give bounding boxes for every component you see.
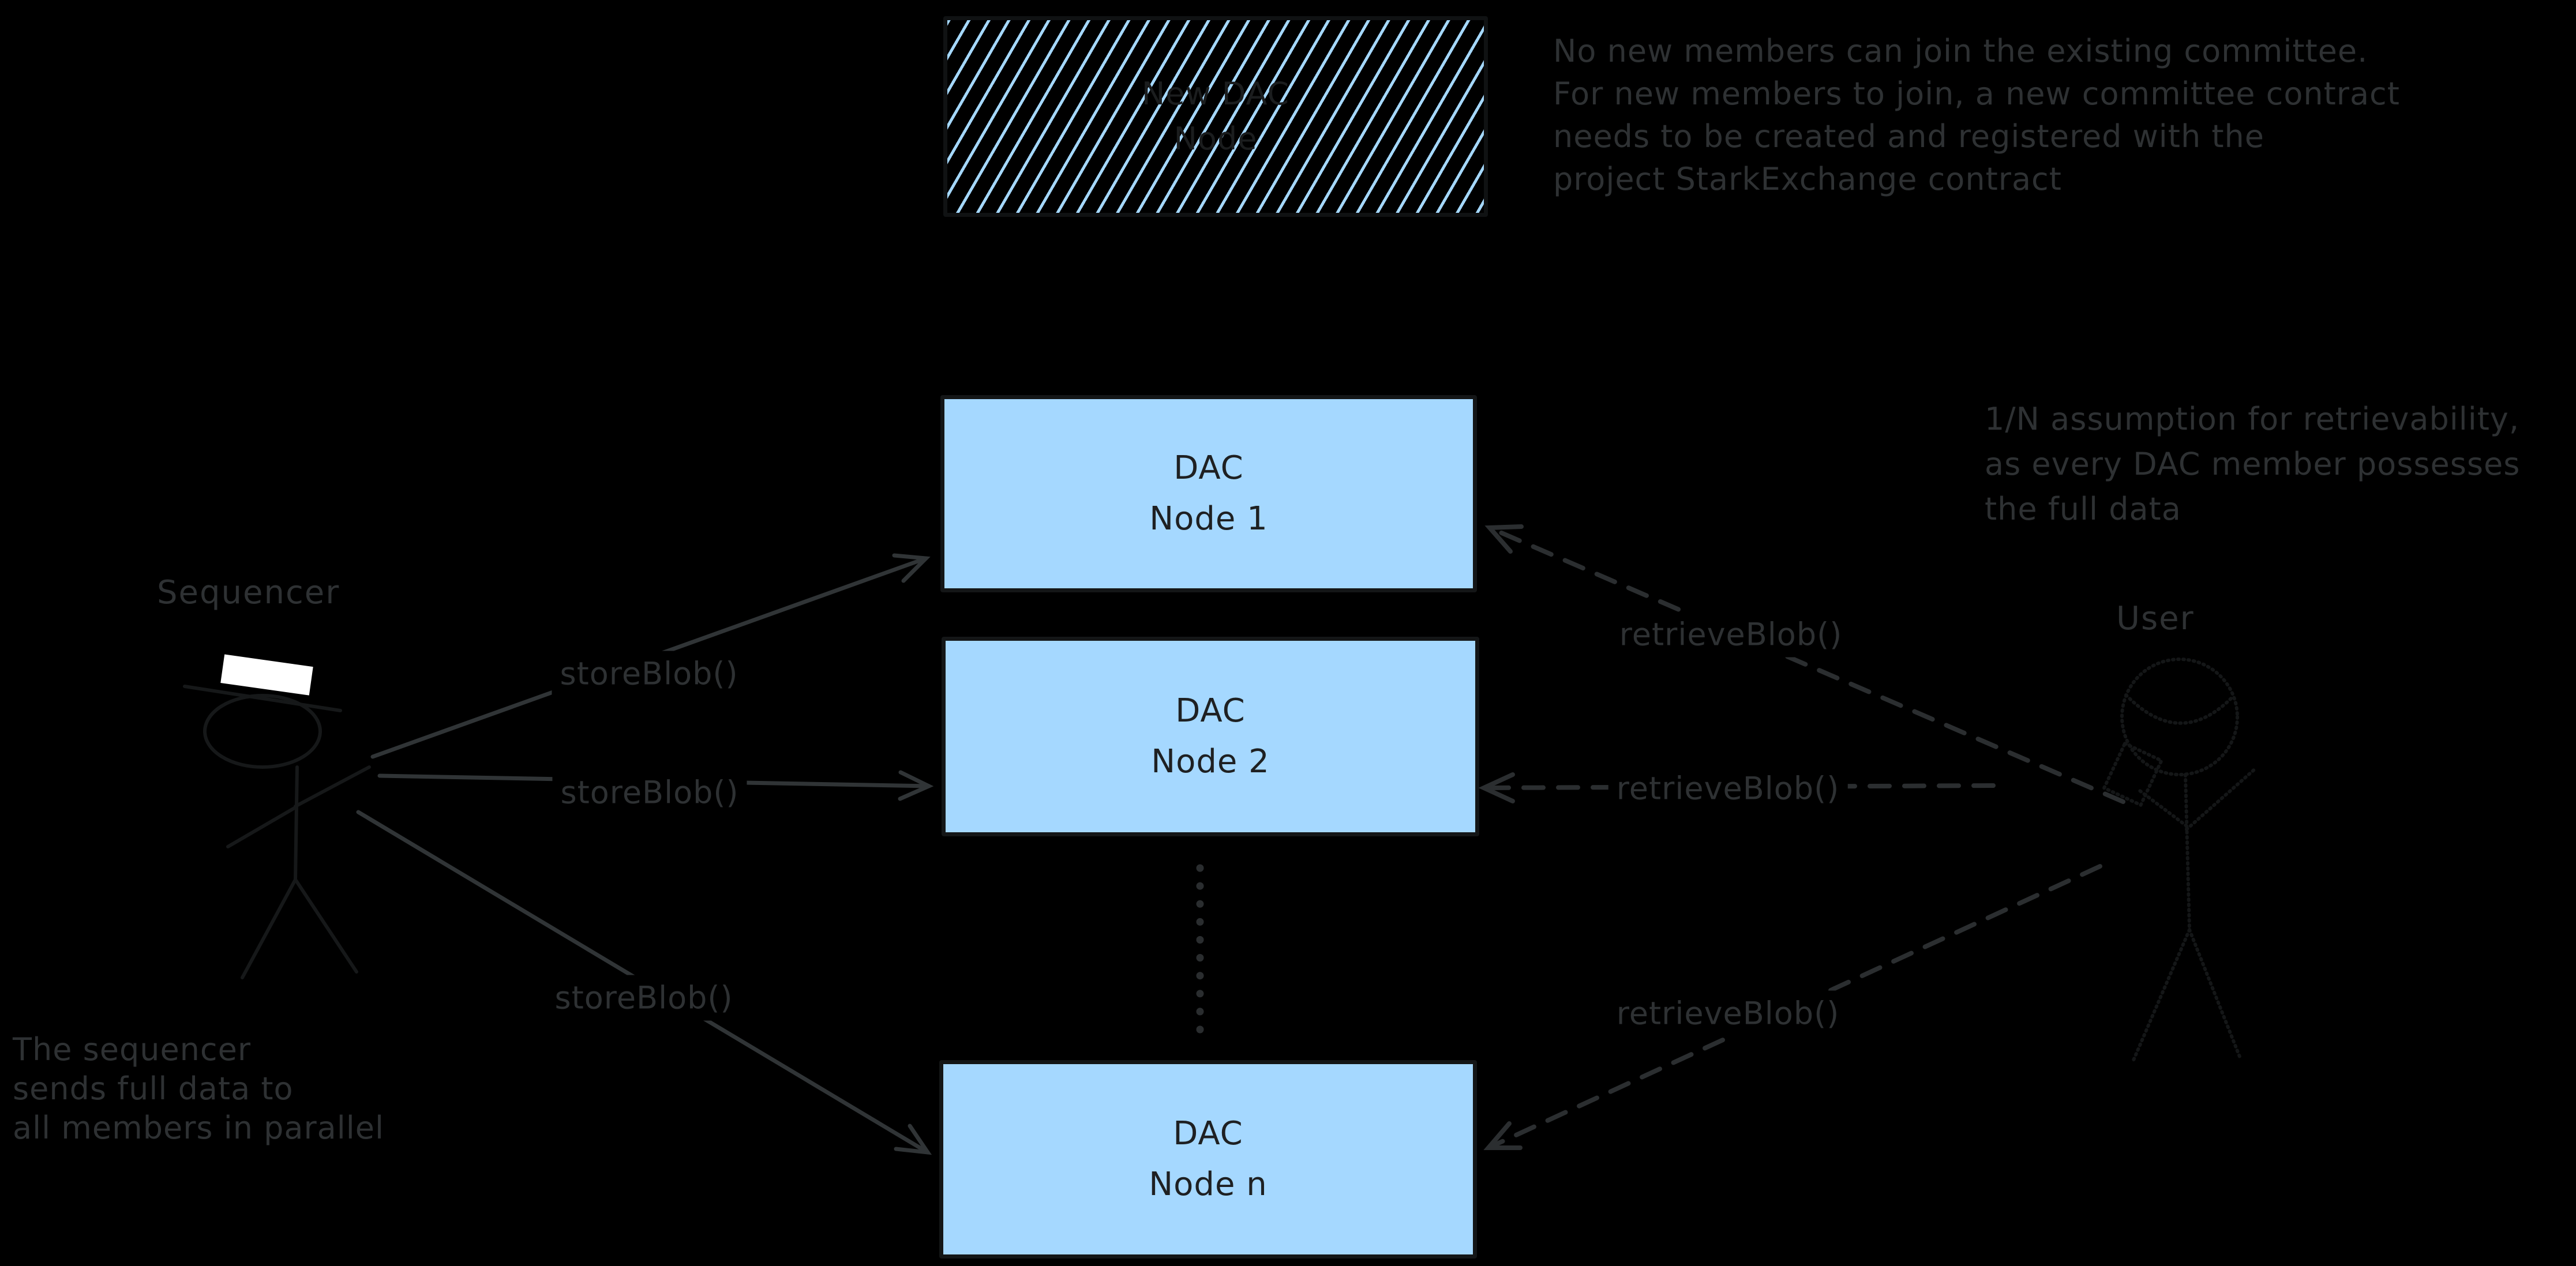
committee-annotation-line2: For new members to join, a new committee… — [1553, 76, 2400, 112]
retrievability-annotation: 1/N assumption for retrievability, as ev… — [1985, 397, 2520, 532]
retrievability-annotation-line1: 1/N assumption for retrievability, — [1985, 401, 2520, 437]
sequencer-head — [203, 694, 322, 769]
committee-annotation-line4: project StarkExchange contract — [1553, 161, 2062, 197]
user-hair — [2124, 693, 2233, 725]
dac-node-1-line1: DAC — [1173, 449, 1244, 487]
user-label: User — [2116, 600, 2195, 637]
dac-node-1-line2: Node 1 — [1149, 500, 1268, 538]
store-blob-label-3: storeBlob() — [546, 975, 741, 1021]
user-arm-right — [2185, 767, 2258, 831]
dac-node-n-line2: Node n — [1149, 1166, 1268, 1203]
dashed-arrowhead-node2 — [1478, 772, 1515, 803]
sequencer-hat-white-band — [220, 654, 313, 696]
sequencer-arm-left — [226, 806, 297, 848]
new-dac-node-line1: New DAC — [1141, 76, 1290, 112]
retrievability-annotation-line2: as every DAC member possesses — [1985, 446, 2521, 482]
retrieve-blob-label-2: retrieveBlob() — [1608, 765, 1848, 812]
sequencer-figure-icon — [183, 685, 371, 979]
dac-node-2-box: DAC Node 2 — [942, 637, 1479, 836]
user-head — [2120, 658, 2239, 776]
dac-node-n-box: DAC Node n — [939, 1060, 1477, 1259]
dashed-arrow-user-to-noden — [1486, 864, 2102, 1150]
sequencer-annotation-line2: sends full data to — [13, 1070, 294, 1107]
sequencer-leg-left — [241, 878, 297, 979]
arrowhead-noden — [894, 1124, 932, 1155]
retrieve-blob-label-3: retrieveBlob() — [1608, 990, 1848, 1036]
user-leg-left — [2132, 928, 2191, 1062]
dac-node-2-line2: Node 2 — [1151, 743, 1270, 780]
arrowhead-node1 — [892, 553, 931, 583]
dac-node-1-box: DAC Node 1 — [940, 395, 1477, 592]
sequencer-annotation-line1: The sequencer — [13, 1031, 252, 1068]
user-body — [2184, 773, 2191, 931]
sequencer-arm-right — [294, 765, 371, 808]
retrieve-blob-arrows — [1478, 524, 2125, 1150]
committee-annotation-line3: needs to be created and registered with … — [1553, 118, 2264, 155]
sequencer-hat-brim — [183, 685, 342, 712]
committee-annotation-line1: No new members can join the existing com… — [1553, 33, 2368, 69]
new-dac-node-box: New DAC Node — [943, 16, 1488, 217]
user-leg-right — [2188, 928, 2241, 1058]
sequencer-annotation-line3: all members in parallel — [13, 1110, 384, 1146]
dac-node-2-line1: DAC — [1175, 692, 1246, 730]
dac-node-n-line1: DAC — [1173, 1115, 1243, 1152]
store-blob-arrows — [356, 553, 934, 1155]
sequencer-body — [294, 765, 299, 881]
store-blob-label-2: storeBlob() — [552, 769, 747, 816]
store-blob-label-1: storeBlob() — [552, 651, 747, 697]
sequencer-label: Sequencer — [157, 574, 340, 611]
retrievability-annotation-line3: the full data — [1985, 491, 2181, 527]
user-phone — [2102, 741, 2164, 807]
new-dac-node-line2: Node — [1173, 121, 1258, 157]
arrowhead-node2 — [898, 770, 934, 801]
sequencer-leg-right — [294, 878, 358, 974]
dashed-arrowhead-noden — [1483, 1121, 1523, 1150]
sequencer-annotation: The sequencer sends full data to all mem… — [13, 1030, 384, 1148]
user-figure-icon — [2102, 658, 2258, 1062]
retrieve-blob-label-1: retrieveBlob() — [1611, 611, 1851, 658]
dashed-arrowhead-node1 — [1484, 524, 1524, 554]
committee-annotation: No new members can join the existing com… — [1553, 30, 2400, 201]
dashed-arrow-user-to-node1 — [1487, 525, 2125, 804]
user-arm-left — [2136, 787, 2188, 828]
